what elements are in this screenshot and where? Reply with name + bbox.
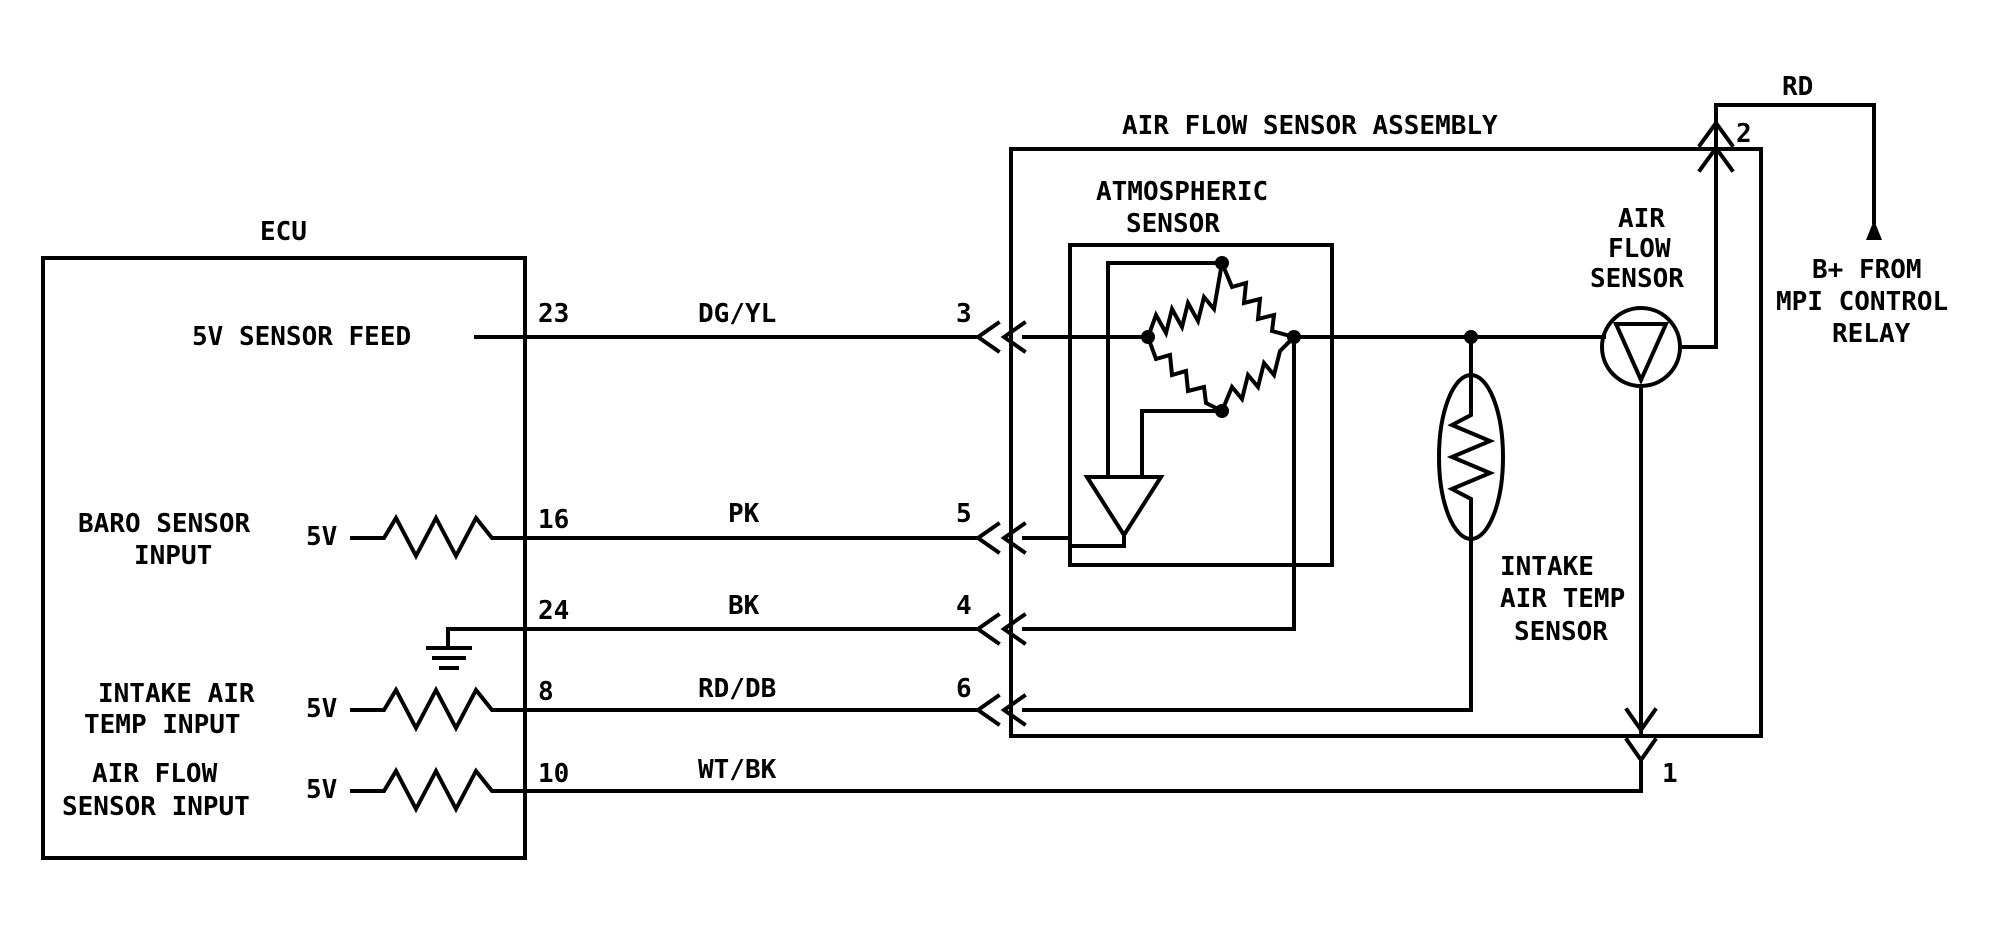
- iat-sensor-label-3: SENSOR: [1514, 617, 1608, 647]
- b-plus-label-1: B+ FROM: [1812, 255, 1922, 285]
- wheatstone-bridge: [1141, 256, 1301, 418]
- iat-5v-label: 5V: [306, 694, 337, 724]
- connector-pin-2: 2: [1736, 119, 1752, 149]
- intake-air-temp-thermistor-icon: [1437, 335, 1505, 547]
- air-flow-sensor-icon: [1600, 306, 1682, 388]
- wire-color-rd-db: RD/DB: [698, 674, 776, 704]
- ecu-pin-10: 10: [538, 759, 569, 789]
- ecu-title: ECU: [260, 217, 307, 247]
- rd-wire-label: RD: [1782, 72, 1813, 102]
- wire-wt-bk: [523, 758, 1643, 793]
- connector-3-icon: [974, 320, 1027, 354]
- atmo-label-1: ATMOSPHERIC: [1096, 177, 1268, 207]
- bk-internal-wire: [1022, 335, 1296, 631]
- bridge-amplifier-icon: [1083, 475, 1165, 539]
- b-plus-arrow-icon: [1866, 220, 1882, 240]
- iat-pullup-resistor: [350, 685, 527, 733]
- afs-label-2: FLOW: [1608, 234, 1671, 264]
- connector-pin-5: 5: [956, 499, 972, 529]
- ecu-pin-23: 23: [538, 299, 569, 329]
- rd-wire: [1714, 103, 1876, 224]
- connector-6-icon: [974, 693, 1027, 727]
- wire-color-wt-bk: WT/BK: [698, 755, 777, 785]
- afs-input-label-1: AIR FLOW: [92, 759, 218, 789]
- ecu-pin-16: 16: [538, 505, 569, 535]
- iat-sensor-label-2: AIR TEMP: [1500, 584, 1625, 614]
- amp-output-wire: [1068, 533, 1126, 548]
- iat-sensor-label-1: INTAKE: [1500, 552, 1594, 582]
- ecu-ground-icon: [426, 627, 472, 670]
- b-plus-label-3: RELAY: [1832, 319, 1911, 349]
- bridge-bottom-to-amp: [1140, 409, 1224, 479]
- connector-pin-1: 1: [1662, 759, 1678, 789]
- connector-pin-4: 4: [956, 591, 972, 621]
- connector-2-icon: [1697, 119, 1735, 173]
- wire-color-dg-yl: DG/YL: [698, 299, 776, 329]
- bridge-top-to-amp: [1106, 261, 1224, 479]
- connector-pin-6: 6: [956, 674, 972, 704]
- afs-5v-label: 5V: [306, 775, 337, 805]
- atmo-label-2: SENSOR: [1126, 209, 1220, 239]
- connector-pin-3: 3: [956, 299, 972, 329]
- baro-pullup-resistor: [350, 513, 527, 561]
- afs-input-label-2: SENSOR INPUT: [62, 792, 250, 822]
- iat-input-label-1: INTAKE AIR: [98, 679, 255, 709]
- afs-label-3: SENSOR: [1590, 264, 1684, 294]
- wire-color-bk: BK: [728, 591, 760, 621]
- iat-input-label-2: TEMP INPUT: [84, 710, 241, 740]
- connector-5-icon: [974, 521, 1027, 555]
- baro-label-2: INPUT: [134, 541, 212, 571]
- baro-label-1: BARO SENSOR: [78, 509, 251, 539]
- connector-4-icon: [974, 612, 1027, 646]
- assembly-title: AIR FLOW SENSOR ASSEMBLY: [1122, 111, 1498, 141]
- afs-label-1: AIR: [1618, 204, 1665, 234]
- ecu-box: [41, 256, 527, 860]
- wire-color-pk: PK: [728, 499, 760, 529]
- atmospheric-sensor-box: [1068, 243, 1334, 567]
- afs-pullup-resistor: [350, 766, 527, 814]
- ecu-feed-label: 5V SENSOR FEED: [192, 322, 411, 352]
- b-plus-label-2: MPI CONTROL: [1776, 287, 1948, 317]
- iat-return-wire: [1022, 543, 1473, 712]
- baro-5v-label: 5V: [306, 522, 337, 552]
- ecu-pin-8: 8: [538, 677, 554, 707]
- afs-power-wire: [1678, 103, 1718, 349]
- assembly-box: [1009, 147, 1763, 738]
- connector-1-icon: [1624, 707, 1658, 764]
- ecu-pin-24: 24: [538, 596, 569, 626]
